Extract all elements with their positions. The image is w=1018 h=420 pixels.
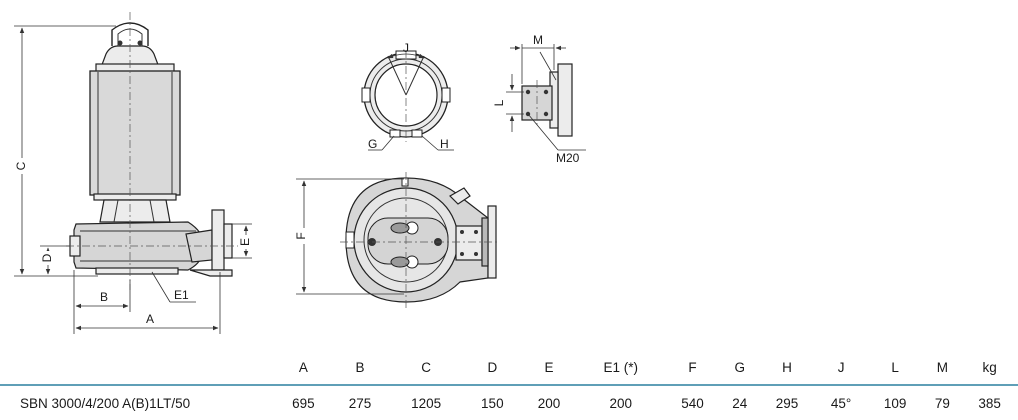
table-header-cell: M — [923, 350, 962, 386]
table-header-cell: J — [815, 350, 867, 386]
table-cell: 200 — [609, 395, 633, 411]
motor-housing — [89, 70, 181, 196]
dim-label-f: F — [294, 232, 308, 239]
table-cell: 295 — [775, 395, 799, 411]
dim-label-b: B — [100, 290, 108, 304]
dim-label-e1: E1 — [174, 288, 189, 302]
table-header-cell: C — [388, 350, 464, 386]
table-header-cell: G — [720, 350, 759, 386]
table-cell: 540 — [681, 395, 704, 411]
table-cell: 79 — [934, 395, 950, 411]
pump-dimension-drawing: C D B E1 A E — [14, 12, 586, 334]
dim-label-a: A — [146, 312, 154, 326]
table-cell: 385 — [978, 395, 1001, 411]
dim-label-l: L — [492, 99, 506, 106]
table-cell: 275 — [348, 395, 372, 411]
dim-label-g: G — [368, 137, 377, 151]
table-header-model — [0, 350, 275, 386]
table-cell: 109 — [883, 395, 907, 411]
dim-label-e: E — [238, 238, 252, 246]
table-cell: 200 — [537, 395, 561, 411]
dim-label-m20: M20 — [556, 151, 580, 165]
dim-label-m: M — [533, 33, 543, 47]
table-row: SBN 3000/4/200 A(B)1LT/50 695 275 1205 1… — [0, 385, 1018, 420]
table-header-cell: A — [275, 350, 332, 386]
dim-label-c: C — [14, 161, 28, 170]
table-header-cell: F — [664, 350, 721, 386]
table-cell: 1205 — [411, 395, 442, 411]
table-header-cell: L — [866, 350, 924, 386]
table-header-cell: kg — [961, 350, 1018, 386]
table-header-row: A B C D E E1 (*) F G H J L M kg — [0, 350, 1018, 386]
table-header-cell: D — [463, 350, 521, 386]
top-view-pump — [340, 172, 500, 308]
table-cell-model: SBN 3000/4/200 A(B)1LT/50 — [20, 395, 191, 411]
table-header-cell: H — [758, 350, 816, 386]
table-cell: 150 — [481, 395, 504, 411]
dim-label-d: D — [40, 253, 54, 262]
table-header-cell: E — [520, 350, 578, 386]
side-view-dimensions: C D B E1 A E — [14, 25, 254, 334]
table-header-cell: E1 (*) — [577, 350, 665, 386]
table-cell: 24 — [732, 395, 748, 411]
guide-bracket-view: M L M20 — [492, 33, 586, 165]
dim-label-j: J — [403, 41, 409, 55]
dim-label-h: H — [440, 137, 449, 151]
table-header-cell: B — [331, 350, 389, 386]
table-cell: 695 — [292, 395, 315, 411]
dimensions-table: A B C D E E1 (*) F G H J L M kg SBN 3000… — [0, 350, 1018, 420]
flange-face-view: J G H — [361, 41, 454, 151]
side-view-pump — [66, 12, 240, 290]
top-view-dimensions: F — [294, 178, 404, 295]
table-cell: 45° — [830, 395, 852, 411]
